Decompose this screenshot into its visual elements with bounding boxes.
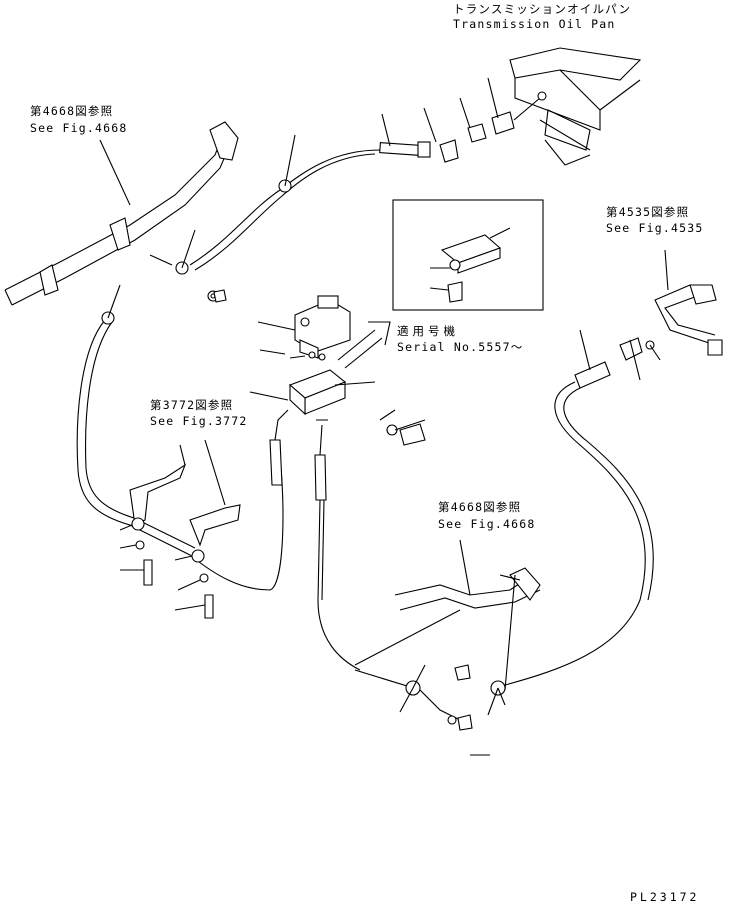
ref-fig-3772-en: See Fig.3772 [150,414,248,428]
left-pipe-assembly [4,121,239,306]
valve-assembly [257,295,351,361]
serial-label-jp: 適用号機 [397,324,459,338]
ref-fig-4535-en: See Fig.4535 [606,221,704,235]
transmission-oil-pan-label-jp: トランスミッションオイルパン [453,2,632,16]
serial-arrow [337,321,391,369]
serial-label-en: Serial No.5557～ [397,340,524,354]
ref-fig-4668-bottom-en: See Fig.4668 [438,517,536,531]
bottom-clamps [354,609,506,756]
hose-line-right [504,381,646,686]
brackets-3772 [119,439,241,619]
ref-fig-4668-bottom-jp: 第4668図参照 [438,500,522,514]
vertical-hoses [269,409,361,671]
right-pipe-4535 [574,249,723,389]
inset-block [429,227,511,303]
ref-fig-3772-jp: 第3772図参照 [150,398,234,412]
transmission-oil-pan [509,47,642,166]
ref-fig-4535-jp: 第4535図参照 [606,205,690,219]
inset-box [392,199,544,311]
drain-fittings [379,77,547,163]
manifold-block [249,369,426,446]
ref-fig-4668-top-jp: 第4668図参照 [30,104,114,118]
bottom-pipe-4668 [394,539,541,691]
ref-fig-4668-top-en: See Fig.4668 [30,121,128,135]
transmission-oil-pan-label-en: Transmission Oil Pan [453,17,616,31]
hose-line-top [189,149,381,266]
hose-line-left [76,319,284,591]
drawing-number: PL23172 [630,890,700,904]
hose-clamps-top [149,134,296,303]
